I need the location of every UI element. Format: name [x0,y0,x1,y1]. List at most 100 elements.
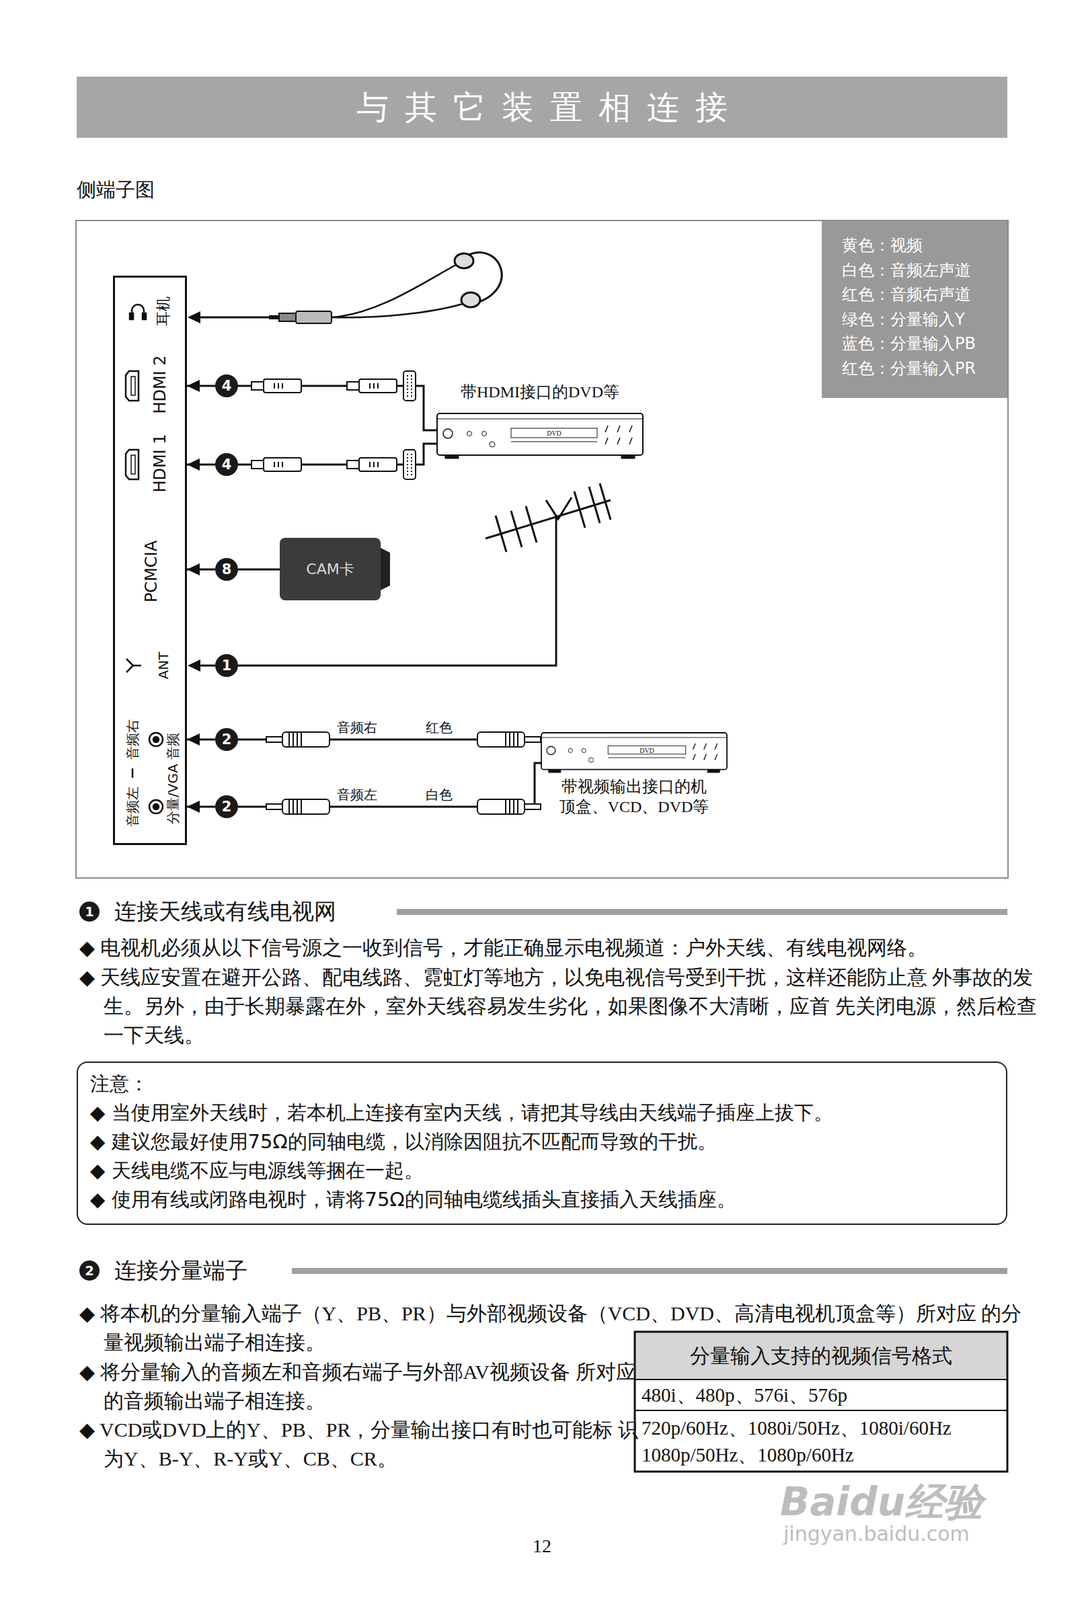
port-icons [153,804,159,810]
callout-number: 4 [215,374,239,398]
port-icons [131,455,136,475]
section-number: 2 [79,1260,100,1282]
watermark: Baidu经验 [780,1476,984,1530]
hdmi-dvd-player: 带HDMI接口的DVD等 [437,379,643,461]
port-icons [149,800,163,814]
player-device [437,413,727,773]
node-text: CAM卡 [305,559,354,580]
cam-card-edge [380,548,391,591]
node-text: ◆ 当使用室外天线时，若本机上连接有室内天线，请把其导线由天线端子插座上拔下。 [90,1098,994,1128]
arrowhead [186,458,200,471]
node-text: 红色：分量输入PR [841,356,1008,382]
bullet-text: ◆ VCD或DVD上的Y、PB、PR，分量输出接口有时也可能标 识为Y、B-Y、… [79,1415,642,1474]
port-icons [131,376,136,396]
node-text: 带视频输出接口的机 顶盒、VCD、DVD等 [556,776,713,818]
node-text: PCMCIA [143,540,160,603]
bullet-text: ◆ 电视机必须从以下信号源之一收到信号，才能正确显示电视频道：户外天线、有线电视… [79,933,1037,963]
port-icons [142,313,146,320]
port-icons [125,449,139,480]
heading-rule [291,1268,1008,1275]
node-text: 耳机 [156,296,171,327]
title-band [76,76,1008,138]
callout-number: 2 [215,728,239,752]
format-table [634,1410,1008,1412]
headphones [268,315,280,320]
antenna [546,497,572,520]
headphones [199,316,269,319]
headphones [454,253,474,269]
rca-cable-plugs [266,799,330,815]
cam-card: CAM卡 [279,537,381,601]
arrowhead [186,733,200,746]
headphones [295,311,332,324]
node-text: HDMI 1 [151,433,169,493]
bullet-text: ◆ 将分量输入的音频左和音频右端子与外部AV视频设备 所对应的音频输出端子相连接… [79,1357,642,1416]
headphones [331,303,463,318]
port-icons [149,732,163,747]
antenna [485,500,611,539]
page-number: 12 [532,1536,552,1558]
port-icons [131,768,134,779]
node-text: 音频左 [125,786,140,828]
arrowhead [186,563,200,576]
node-text: 绿色：分量输入Y [841,307,1008,333]
hdmi-cable-plugs [403,449,416,480]
port-icons [126,659,142,673]
rca-cable-plugs [266,732,330,748]
player-device [437,413,643,459]
format-table [634,1332,1008,1473]
node-text: 分量/VGA 音频 [166,732,180,825]
player-device [541,732,727,773]
hdmi-cable-plugs [346,457,397,472]
port-icons [125,371,139,401]
cable-label: 音频左 [336,787,378,803]
node-text: 音频右 [125,719,140,760]
cable-label: 音频右 [336,720,378,735]
node-text: 带HDMI接口的DVD等 [437,381,643,403]
hdmi-cable-plugs [403,371,416,401]
color-legend-panel: 黄色：视频白色：音频左声道红色：音频右声道绿色：分量输入Y蓝色：分量输入PB红色… [821,221,1008,399]
diagram-frame: 侧端子图黄色：视频白色：音频左声道红色：音频右声道绿色：分量输入Y蓝色：分量输入… [76,221,1008,878]
hdmi-cable-plugs [346,379,397,393]
node-text: ◆ 建议您最好使用75Ω的同轴电缆，以消除因阻抗不匹配而导致的干扰。 [90,1127,994,1157]
headphones [279,313,296,322]
bullet-text: ◆ 天线应安置在避开公路、配电线路、霓虹灯等地方，以免电视信号受到干扰，这样还能… [79,962,1037,1050]
rca-cable-plugs [477,799,541,815]
callout-number: 8 [215,558,239,582]
node-text: HDMI 2 [151,355,169,414]
callout-number: 4 [215,453,239,477]
table-header: 分量输入支持的视频信号格式 [634,1332,1008,1380]
node-text: ◆ 天线电缆不应与电源线等捆在一起。 [90,1156,994,1186]
antenna [187,659,201,672]
cable-label: 红色 [425,720,453,735]
tv-side-panel: 耳机 HDMI 2 HDMI 1 PCMCIA ANT 音频右音频左 分量/VGA 音频 [112,275,187,846]
port-icons [129,313,134,320]
node-text: ANT [156,652,171,680]
hdmi-cable-plugs [251,371,416,480]
watermark: jingyan.baidu.com [783,1522,970,1546]
arrowhead [186,379,200,393]
callout-number: 1 [215,654,239,678]
hdmi-cable-plugs [251,457,302,472]
section-heading: 连接分量端子 [114,1256,248,1287]
node-text: 红色：音频右声道 [841,282,1008,308]
node-text: 白色：音频左声道 [841,258,1008,284]
node-text: 黄色：视频 [841,233,1008,259]
antenna [495,483,611,553]
arrowhead [186,800,200,813]
node-text: 蓝色：分量输入PB [841,331,1008,357]
headphones [187,252,502,324]
callout-number: 2 [215,795,239,819]
table-cell: 720p/60Hz、1080i/50Hz、1080i/60Hz 1080p/50… [634,1410,1008,1473]
section-heading: 连接天线或有线电视网 [114,897,337,928]
headphones [461,292,481,308]
antenna [199,517,557,666]
device-logo: DVD [546,429,562,438]
node-text: 侧端子图 [76,176,155,204]
note-box: 注意：◆ 当使用室外天线时，若本机上连接有室内天线，请把其导线由天线端子插座上拔… [76,1061,1008,1226]
hdmi-cable-plugs [251,379,302,393]
set-top-box: 带视频输出接口的机 顶盒、VCD、DVD等 [541,729,727,824]
node-text: ◆ 使用有线或闭路电视时，请将75Ω的同轴电缆线插头直接插入天线插座。 [90,1185,994,1215]
format-table [635,1332,1007,1380]
